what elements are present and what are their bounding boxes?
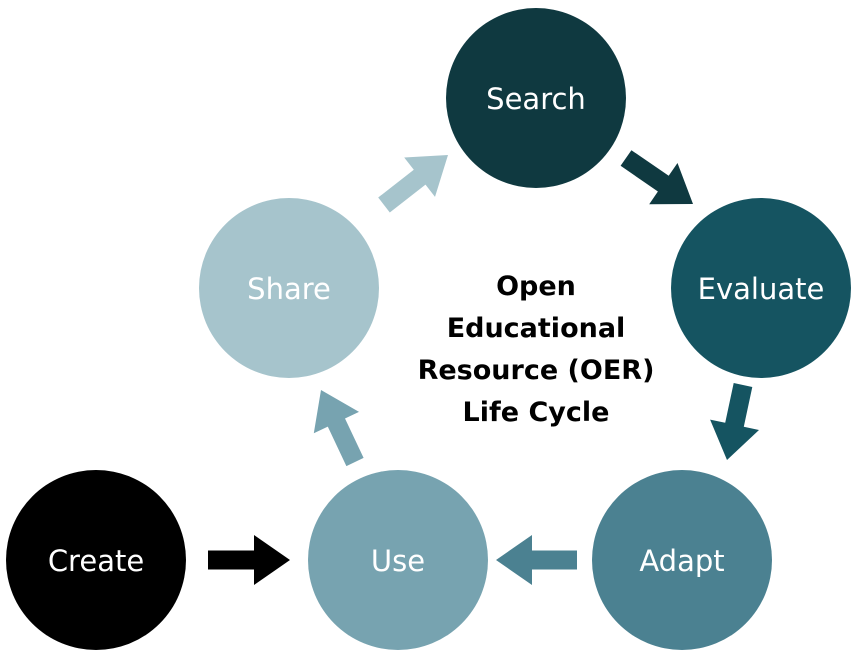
adapt-label: Adapt — [639, 544, 724, 578]
node-evaluate: Evaluate — [671, 198, 851, 378]
evaluate-circle — [671, 198, 851, 378]
evaluate-label: Evaluate — [698, 272, 825, 306]
arrow-adapt-to-use — [496, 535, 577, 585]
arrow-use-to-share — [313, 390, 364, 467]
create-label: Create — [48, 544, 144, 578]
share-circle — [199, 198, 379, 378]
diagram-title: Open Educational Resource (OER) Life Cyc… — [386, 266, 686, 434]
node-search: Search — [446, 8, 626, 188]
share-label: Share — [247, 272, 331, 306]
node-use: Use — [308, 470, 488, 650]
arrow-search-to-evaluate — [620, 150, 693, 205]
search-circle — [446, 8, 626, 188]
use-label: Use — [371, 544, 425, 578]
use-circle — [308, 470, 488, 650]
title-line-3: Resource (OER) — [417, 355, 655, 386]
create-circle — [6, 470, 186, 650]
arrow-create-to-use — [208, 535, 290, 585]
search-label: Search — [486, 82, 586, 116]
node-share: Share — [199, 198, 379, 378]
arrow-share-to-search — [378, 155, 448, 213]
node-create: Create — [6, 470, 186, 650]
adapt-circle — [592, 470, 772, 650]
node-adapt: Adapt — [592, 470, 772, 650]
title-line-4: Life Cycle — [462, 397, 610, 428]
title-line-1: Open — [496, 271, 576, 302]
arrow-evaluate-to-adapt — [710, 383, 759, 460]
title-line-2: Educational — [446, 313, 626, 344]
